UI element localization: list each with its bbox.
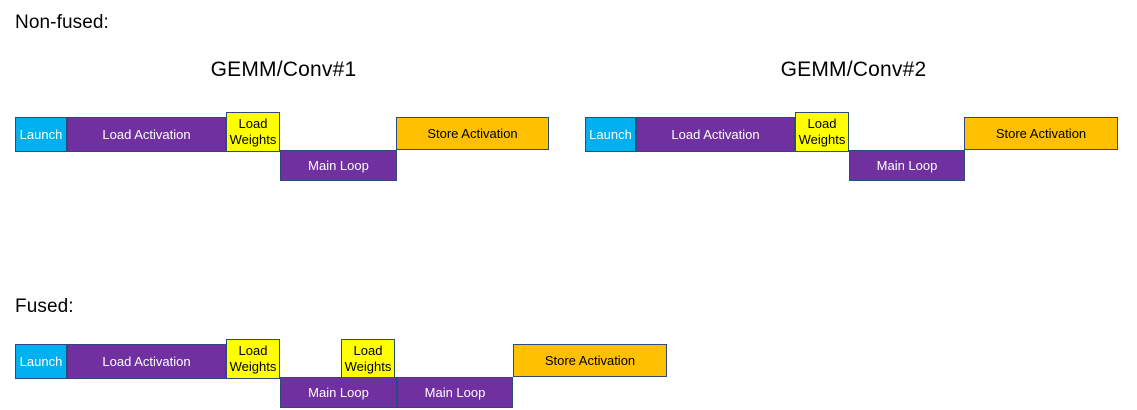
bar-nf2-loadwt: Load Weights: [795, 112, 849, 152]
bar-nf1-loadwt: Load Weights: [226, 112, 280, 152]
bar-nf2-storeact: Store Activation: [964, 117, 1118, 150]
section-label-fused: Fused:: [15, 296, 74, 317]
bar-f-storeact: Store Activation: [513, 344, 667, 377]
bar-f-loadwt-1: Load Weights: [226, 339, 280, 379]
bar-f-loadact: Load Activation: [67, 344, 226, 379]
bar-nf2-launch: Launch: [585, 117, 636, 152]
bar-f-mainloop-1: Main Loop: [280, 377, 397, 408]
bar-nf1-launch: Launch: [15, 117, 67, 152]
bar-nf1-mainloop: Main Loop: [280, 150, 397, 181]
bar-f-launch: Launch: [15, 344, 67, 379]
bar-f-mainloop-2: Main Loop: [397, 377, 513, 408]
bar-f-loadwt-2: Load Weights: [341, 339, 395, 379]
group-title-gemm-conv-1: GEMM/Conv#1: [210, 58, 357, 81]
group-title-gemm-conv-2: GEMM/Conv#2: [780, 58, 927, 81]
bar-nf2-mainloop: Main Loop: [849, 150, 965, 181]
bar-nf1-loadact: Load Activation: [67, 117, 226, 152]
bar-nf2-loadact: Load Activation: [636, 117, 795, 152]
section-label-non-fused: Non-fused:: [15, 12, 109, 33]
bar-nf1-storeact: Store Activation: [396, 117, 549, 150]
